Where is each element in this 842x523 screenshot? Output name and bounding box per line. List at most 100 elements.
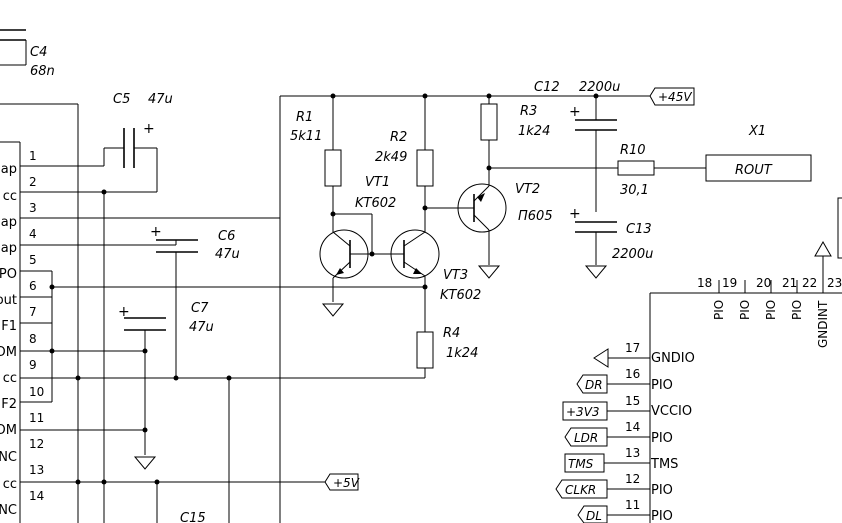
pin-number: 19 — [722, 276, 737, 290]
pin-name: PIO — [651, 509, 673, 523]
c4-value: 68n — [30, 64, 55, 79]
pin-number: 6 — [29, 279, 37, 293]
pin-name: PIO — [651, 483, 673, 498]
c6-ref: C6 — [218, 229, 235, 244]
polarity-plus: + — [150, 224, 162, 240]
pin-number: 9 — [29, 358, 37, 372]
pin-number: 7 — [29, 305, 37, 319]
pin-name: PIO — [712, 300, 726, 320]
net-flag — [576, 374, 608, 394]
net-flag — [564, 453, 605, 473]
polarity-plus: + — [143, 121, 155, 137]
resistor-r3: R3 1k24 — [480, 96, 550, 186]
pin-name: OM — [0, 345, 17, 360]
pin-name: VCCIO — [651, 404, 692, 419]
c13-ref: C13 — [626, 222, 652, 237]
rail-45v: +45V — [280, 87, 695, 106]
resistor-r2: R2 2k49 — [375, 96, 434, 232]
transistor-vt1: VT1 KT602 — [319, 175, 396, 302]
capacitor-c5: + C5 47u — [104, 92, 173, 168]
c6-value: 47u — [215, 247, 240, 262]
net-flag — [564, 427, 608, 447]
pin-name: PO — [0, 267, 17, 282]
ground-icon — [321, 303, 345, 317]
pin-name: NC — [0, 450, 17, 465]
ground-icon — [133, 456, 157, 470]
resistor-r1: R1 5k11 — [290, 96, 342, 214]
pin-name: ap — [1, 162, 17, 177]
pin-name: out — [0, 293, 17, 308]
pin-name: PIO — [790, 300, 804, 320]
r1-value: 5k11 — [290, 129, 322, 144]
left-ic — [0, 103, 78, 523]
pin-number: 11 — [625, 498, 640, 512]
pin-number: 12 — [625, 472, 640, 486]
pin-number: 1 — [29, 149, 37, 163]
capacitor-c6: + C6 47u — [150, 224, 240, 378]
net-label: LDR — [574, 431, 598, 445]
ground-icon — [477, 265, 501, 279]
net-label: TMS — [568, 457, 594, 471]
r2-ref: R2 — [390, 130, 407, 145]
vt2-ref: VT2 — [515, 182, 540, 197]
right-ic-top-pins: 18 19 20 21 22 23 PIO PIO PIO PIO GNDINT — [697, 276, 842, 348]
pin-name: ap — [1, 215, 17, 230]
resistor-r10: R10 30,1 — [489, 143, 706, 198]
pin-name: GNDINT — [816, 300, 830, 348]
net-flag — [562, 401, 608, 421]
power-arrow-icon — [814, 240, 832, 257]
net-label: DL — [586, 509, 602, 523]
pin-number: 2 — [29, 175, 37, 189]
pin-number: 11 — [29, 411, 44, 425]
pin-number: 18 — [697, 276, 712, 290]
r3-ref: R3 — [520, 104, 537, 119]
left-ic-pin-labels: ap 1 cc 2 ap 3 ap 4 PO 5 out 6 F1 7 OM 8… — [0, 149, 44, 518]
pin-number: 16 — [625, 367, 640, 381]
net-flag — [577, 505, 608, 523]
c7-ref: C7 — [191, 301, 209, 316]
transistor-vt2: VT2 П605 — [425, 182, 553, 265]
pin-name: F1 — [1, 319, 17, 334]
pin-name: cc — [3, 189, 17, 204]
c15-ref: C15 — [180, 511, 206, 523]
pin-number: 10 — [29, 385, 44, 399]
r1-ref: R1 — [296, 110, 313, 125]
right-ic — [649, 197, 842, 523]
pin-name: GNDIO — [651, 351, 695, 366]
vt3-ref: VT3 — [443, 268, 468, 283]
pin-number: 4 — [29, 227, 37, 241]
pin-name: cc — [3, 477, 17, 492]
right-ic-left-pins: 17 GNDIO DR 16 PIO +3V3 15 VCCIO LDR 14 … — [555, 341, 695, 523]
c12-value: 2200u — [579, 80, 620, 95]
pin-name: F2 — [1, 397, 17, 412]
net-label: DR — [585, 378, 603, 392]
pin-number: 13 — [625, 446, 640, 460]
polarity-plus: + — [569, 104, 581, 120]
r3-value: 1k24 — [518, 124, 550, 139]
vt1-ref: VT1 — [365, 175, 390, 190]
polarity-plus: + — [569, 206, 581, 222]
power-5v-label: +5V — [333, 476, 360, 490]
r4-ref: R4 — [443, 326, 460, 341]
pin-number: 23 — [827, 276, 842, 290]
c5-value: 47u — [148, 92, 173, 107]
pin-number: 14 — [29, 489, 44, 503]
pin-number: 17 — [625, 341, 640, 355]
c12-ref: C12 — [534, 80, 560, 95]
c5-ref: C5 — [113, 92, 130, 107]
c7-value: 47u — [189, 320, 214, 335]
pin-name: PIO — [651, 378, 673, 393]
r10-value: 30,1 — [620, 183, 649, 198]
net-label: +3V3 — [566, 405, 600, 419]
pin-number: 15 — [625, 394, 640, 408]
pin-name: PIO — [738, 300, 752, 320]
ground-arrow-icon — [593, 348, 609, 368]
capacitor-c12: + C12 2200u — [534, 80, 620, 212]
pin-number: 20 — [756, 276, 771, 290]
left-ic-pin-wires — [20, 104, 425, 523]
c13-value: 2200u — [612, 247, 653, 262]
r2-value: 2k49 — [375, 150, 407, 165]
pin-name: cc — [3, 371, 17, 386]
pin-name: TMS — [650, 457, 678, 472]
pin-number: 8 — [29, 332, 37, 346]
